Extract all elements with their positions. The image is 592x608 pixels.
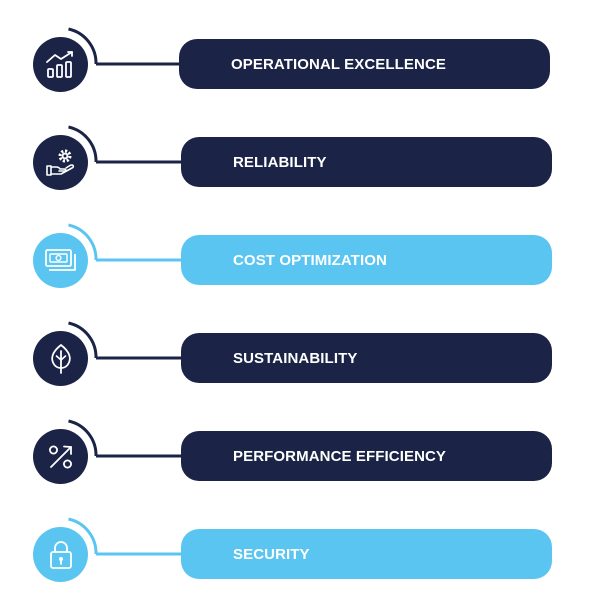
- icon-circle: [33, 429, 88, 484]
- percent-arrow-icon: [48, 445, 72, 468]
- connector-arc: [68, 517, 184, 556]
- icon-circle: [33, 37, 88, 92]
- pillar-row-reliability: RELIABILITY: [0, 122, 592, 202]
- leaf-icon: [50, 343, 71, 374]
- pillar-pill: SUSTAINABILITY: [181, 333, 552, 383]
- connector-arc: [68, 419, 184, 458]
- pillar-label: SUSTAINABILITY: [233, 349, 358, 367]
- connector-arc: [68, 125, 184, 164]
- icon-circle: [33, 135, 88, 190]
- pillar-label: COST OPTIMIZATION: [233, 251, 387, 269]
- icon-circle: [33, 331, 88, 386]
- icon-circle: [33, 233, 88, 288]
- pillar-row-cost-optimization: COST OPTIMIZATION: [0, 220, 592, 300]
- bar-chart-trend-icon: [45, 50, 73, 78]
- padlock-icon: [49, 540, 72, 569]
- pillar-label: OPERATIONAL EXCELLENCE: [231, 55, 446, 73]
- pillar-pill: COST OPTIMIZATION: [181, 235, 552, 285]
- pillar-pill: OPERATIONAL EXCELLENCE: [179, 39, 550, 89]
- pillar-row-sustainability: SUSTAINABILITY: [0, 318, 592, 398]
- pillar-row-performance-efficiency: PERFORMANCE EFFICIENCY: [0, 416, 592, 496]
- pillar-pill: SECURITY: [181, 529, 552, 579]
- connector-arc: [68, 223, 184, 262]
- pillar-label: SECURITY: [233, 545, 310, 563]
- icon-circle: [33, 527, 88, 582]
- hand-gear-icon: [45, 149, 74, 176]
- pillar-row-operational-excellence: OPERATIONAL EXCELLENCE: [0, 24, 592, 104]
- pillar-pill: RELIABILITY: [181, 137, 552, 187]
- banknote-icon: [44, 248, 76, 271]
- pillar-label: PERFORMANCE EFFICIENCY: [233, 447, 447, 465]
- connector-arc: [68, 27, 184, 66]
- connector-arc: [68, 321, 184, 360]
- pillar-label: RELIABILITY: [233, 153, 327, 171]
- pillar-pill: PERFORMANCE EFFICIENCY: [181, 431, 552, 481]
- pillar-row-security: SECURITY: [0, 514, 592, 594]
